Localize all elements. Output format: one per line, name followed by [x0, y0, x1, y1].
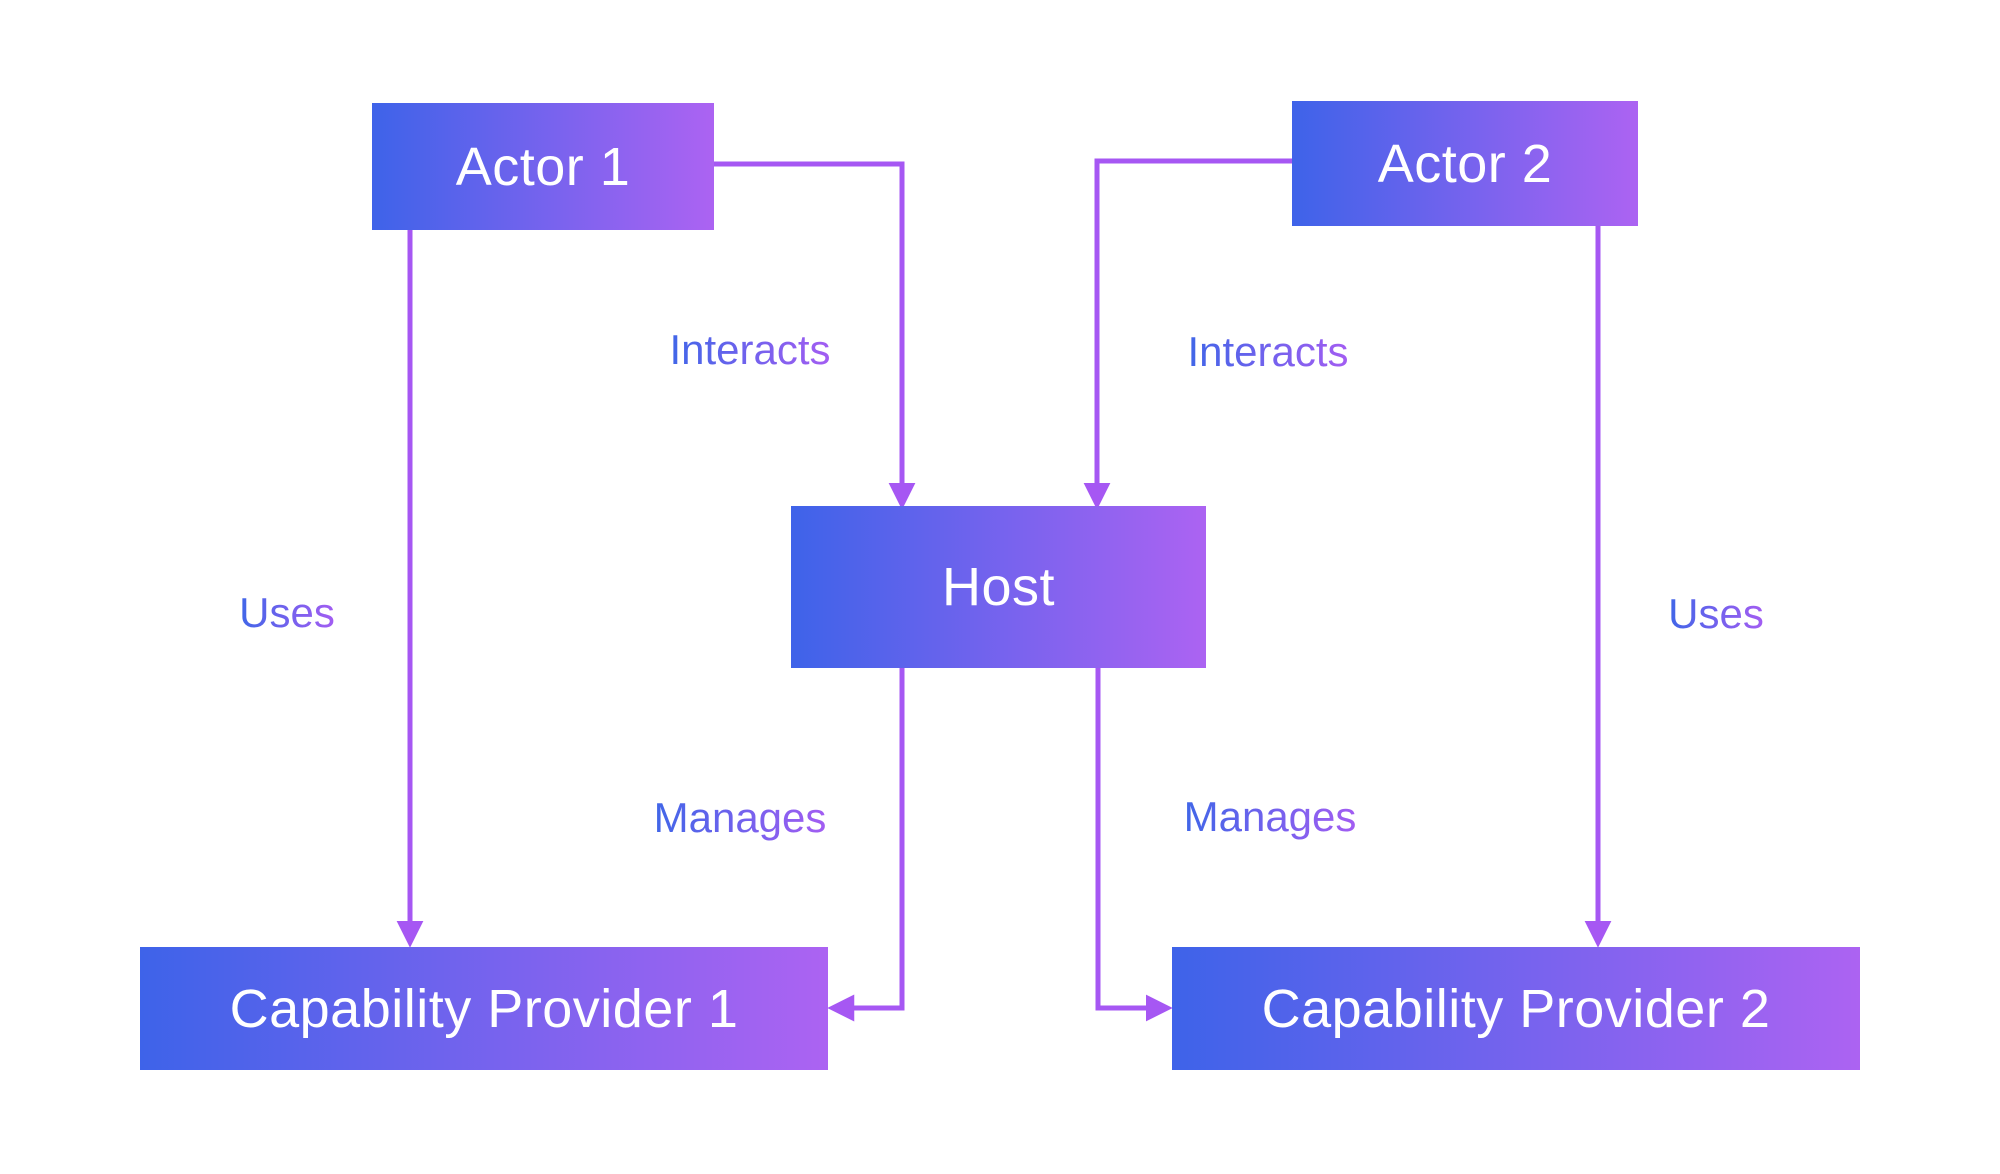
edge-line-host-cp1	[827, 668, 905, 1022]
edge-label-actor1-interacts: Interacts	[669, 326, 831, 373]
node-actor-2-label: Actor 2	[1377, 133, 1553, 194]
node-host: Host	[791, 506, 1206, 668]
edge-label-actor2-interacts: Interacts	[1187, 328, 1349, 375]
node-capability-provider-2: Capability Provider 2	[1172, 947, 1860, 1070]
edge-label-actor2-uses: Uses	[1668, 590, 1764, 637]
node-actor-1: Actor 1	[372, 103, 714, 230]
node-actor-2: Actor 2	[1292, 101, 1638, 226]
node-host-label: Host	[941, 557, 1056, 617]
edge-line-host-cp2	[1095, 668, 1173, 1022]
node-actor-1-label: Actor 1	[455, 136, 631, 197]
edge-label-host-manages-cp1: Manages	[653, 794, 827, 841]
node-capability-provider-2-label: Capability Provider 2	[1261, 978, 1771, 1039]
node-capability-provider-1: Capability Provider 1	[140, 947, 828, 1070]
edge-label-host-manages-cp2: Manages	[1183, 793, 1357, 840]
node-capability-provider-1-label: Capability Provider 1	[229, 978, 739, 1039]
edge-label-actor1-uses: Uses	[239, 589, 335, 636]
